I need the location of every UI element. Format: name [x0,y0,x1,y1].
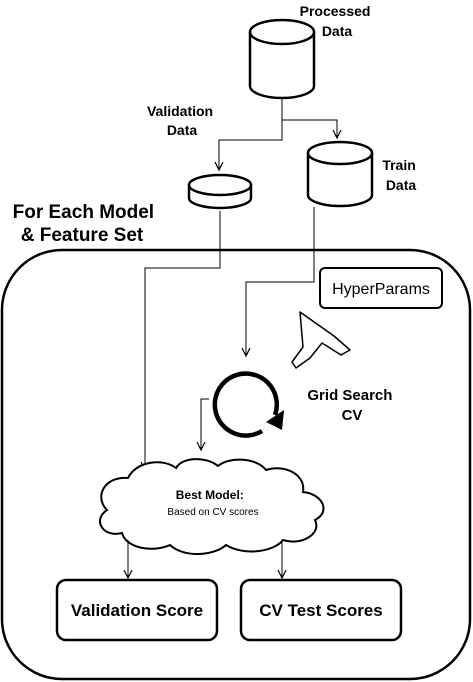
cv-test-scores-box [239,578,403,642]
filter-funnel-icon [291,311,351,369]
hyperparams-box [319,267,443,309]
loop-heading: For Each Model & Feature Set [13,202,160,246]
validation-data-connector [145,211,221,470]
best-model-label: Best Model: Based on CV scores [167,486,258,518]
grid-search-connector [201,398,209,450]
cycle-arrow-icon [212,371,284,438]
split-connector [219,98,337,170]
validation-data-database-icon [187,173,253,210]
cv-test-scores-label: CV Test Scores [259,601,382,620]
processed-data-database-icon [248,18,316,100]
train-data-label: Train Data [382,157,419,193]
processed-data-label: Processed Data [300,3,375,39]
best-model-cloud [99,458,325,555]
grid-search-label: Grid Search CV [307,387,396,424]
model-loop-container [0,248,472,681]
best-model-output-connectors [128,540,282,578]
validation-score-label: Validation Score [71,601,203,620]
train-data-database-icon [306,140,374,208]
train-data-connector [246,207,315,356]
validation-score-box [55,578,219,642]
validation-data-label: Validation Data [147,103,217,138]
hyperparams-label: HyperParams [332,281,430,298]
